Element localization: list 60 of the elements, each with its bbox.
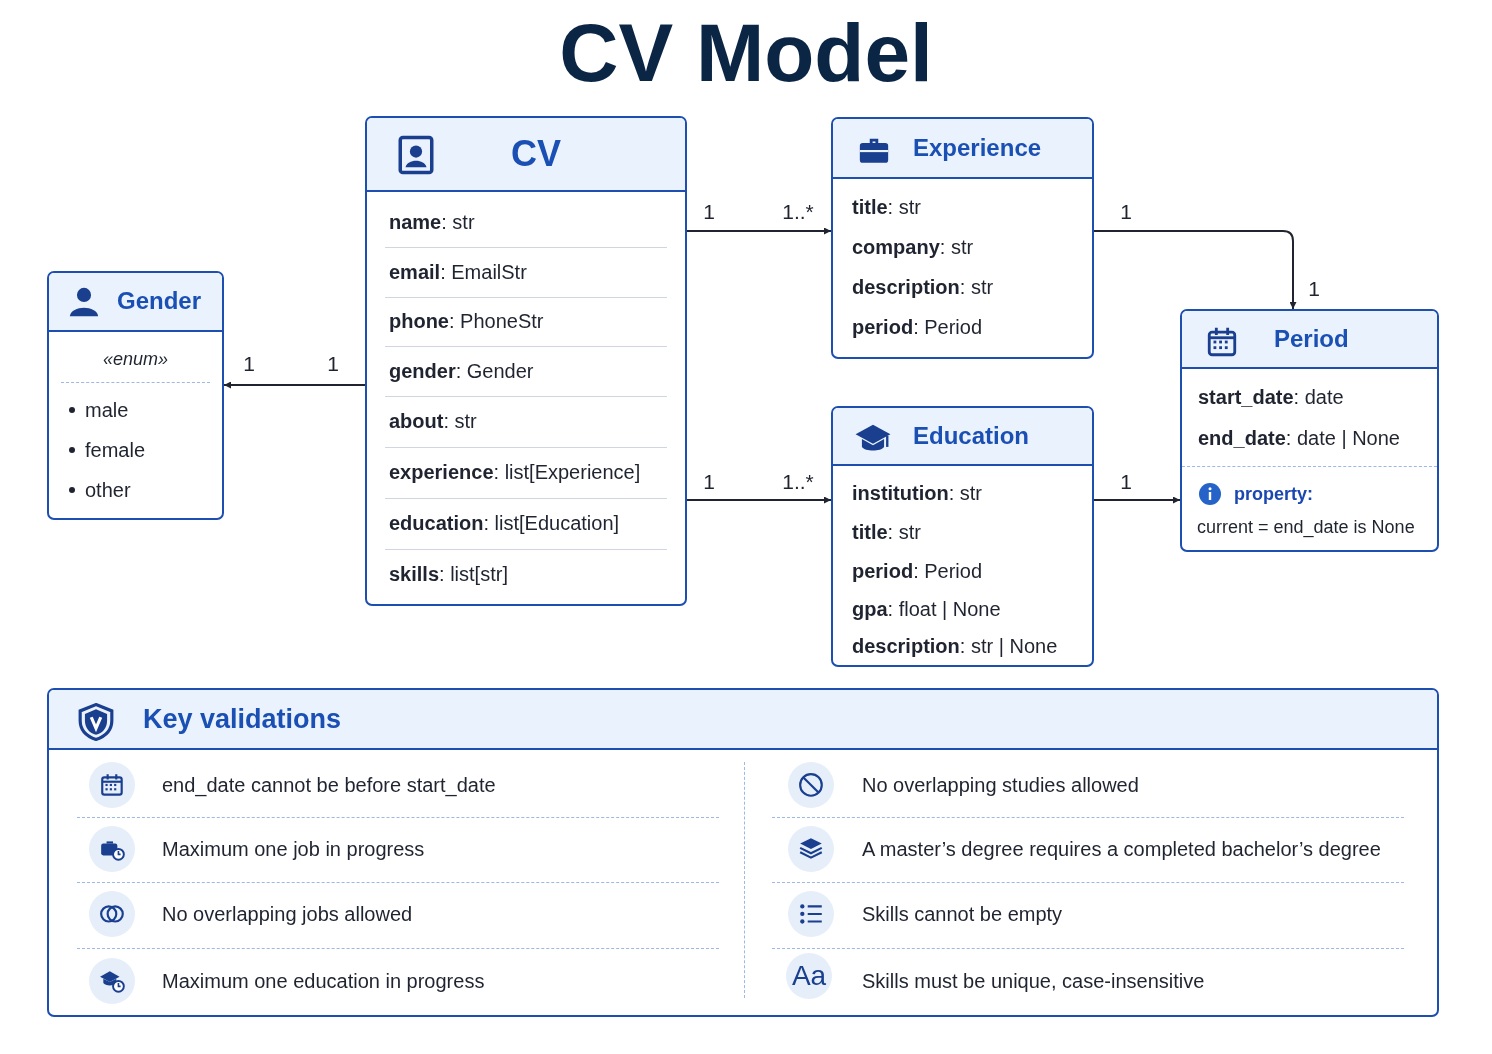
attribute-text: email: EmailStr: [389, 260, 527, 285]
association-arrow: [1093, 230, 1297, 310]
panel-title: Key validations: [143, 702, 342, 736]
validation-rule: No overlapping studies allowed: [862, 773, 1139, 798]
attribute-text: institution: str: [852, 481, 982, 506]
attribute-text: experience: list[Experience]: [389, 460, 641, 485]
class-title: Period: [1274, 324, 1349, 354]
association-arrow: [223, 381, 366, 389]
enum-value: male: [85, 398, 129, 423]
multiplicity-label: 1: [703, 200, 715, 224]
attribute-text: title: str: [852, 520, 921, 545]
validation-rule: A master’s degree requires a completed bachelor’s degree: [862, 837, 1381, 862]
validation-rule: Skills cannot be empty: [862, 902, 1063, 927]
class-title: Education: [913, 421, 1029, 451]
class-title: Experience: [913, 133, 1042, 163]
stereotype-text: «enum»: [101, 348, 170, 371]
attribute-text: end_date: date | None: [1198, 426, 1400, 451]
property-text: current = end_date is None: [1197, 516, 1415, 540]
validation-rule: end_date cannot be before start_date: [162, 773, 496, 799]
attribute-text: period: Period: [852, 559, 983, 584]
association-arrow: [686, 227, 832, 235]
attribute-text: description: str | None: [852, 634, 1058, 659]
validation-rule: Maximum one education in progress: [162, 969, 485, 994]
validation-rule: No overlapping jobs allowed: [162, 902, 413, 927]
attribute-text: phone: PhoneStr: [389, 309, 544, 334]
attribute-text: title: str: [852, 195, 921, 220]
enum-value: female: [85, 438, 146, 463]
validation-panel: [47, 688, 1439, 1017]
multiplicity-label: 1: [1120, 470, 1132, 494]
validation-rule: Skills must be unique, case-insensitive: [862, 969, 1205, 994]
property-label: property:: [1234, 483, 1313, 506]
attribute-text: company: str: [852, 235, 974, 260]
attribute-text: about: str: [389, 409, 477, 434]
enum-value: other: [85, 478, 131, 503]
class-title: CV: [511, 132, 561, 176]
multiplicity-label: 1: [703, 470, 715, 494]
multiplicity-label: 1..*: [782, 200, 814, 224]
attribute-text: gender: Gender: [389, 359, 534, 384]
association-arrow: [1093, 496, 1181, 504]
multiplicity-label: 1: [1308, 277, 1320, 301]
association-arrow: [686, 496, 832, 504]
attribute-text: skills: list[str]: [389, 562, 508, 587]
attribute-text: education: list[Education]: [389, 511, 620, 536]
attribute-text: gpa: float | None: [852, 597, 1001, 622]
attribute-text: name: str: [389, 210, 475, 235]
attribute-text: period: Period: [852, 315, 983, 340]
multiplicity-label: 1: [327, 352, 339, 376]
class-box: [831, 406, 1094, 667]
diagram-title: CV Model: [558, 8, 934, 98]
attribute-text: description: str: [852, 275, 994, 300]
multiplicity-label: 1..*: [782, 470, 814, 494]
multiplicity-label: 1: [243, 352, 255, 376]
class-box: [831, 117, 1094, 359]
class-box: [47, 271, 224, 520]
attribute-text: start_date: date: [1198, 385, 1344, 410]
multiplicity-label: 1: [1120, 200, 1132, 224]
validation-rule: Maximum one job in progress: [162, 837, 425, 862]
class-title: Gender: [117, 287, 202, 316]
class-box: [1180, 309, 1439, 552]
class-box: [365, 116, 687, 606]
